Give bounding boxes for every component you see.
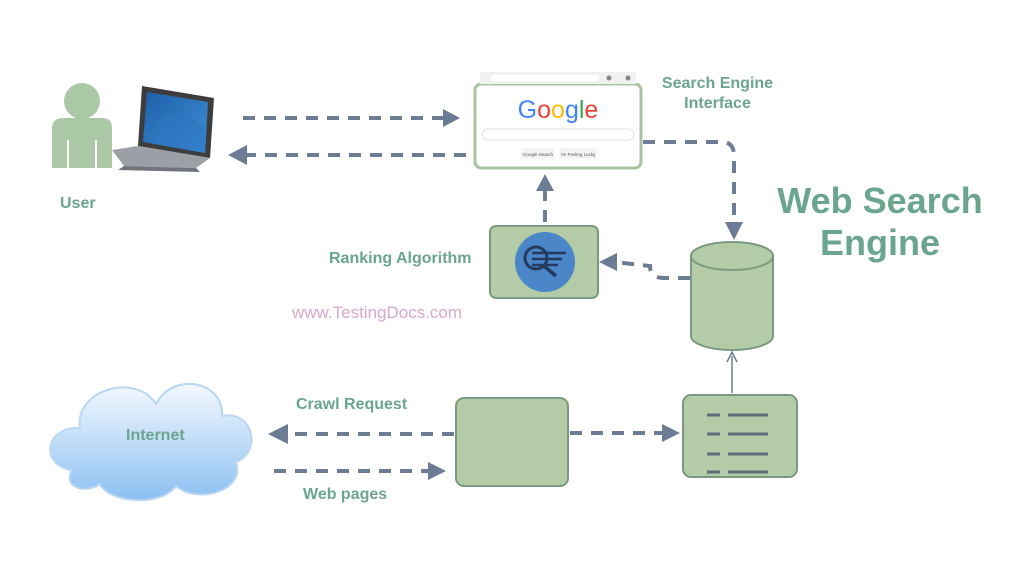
user-label: User: [60, 195, 96, 212]
flow-arrows: [243, 116, 736, 473]
arrow-indexer-to-database: [726, 350, 738, 393]
search-engine-interface: Google Google Search I'm Feeling Lucky: [473, 72, 643, 170]
arrow-heads: [228, 109, 743, 480]
watermark: www.TestingDocs.com: [292, 303, 463, 322]
crawl-request-label: Crawl Request: [296, 396, 408, 413]
search-engine-interface-label: Search Engine Interface: [661, 75, 774, 112]
arrow-database-to-ranking: [613, 260, 690, 280]
feeling-lucky-button: I'm Feeling Lucky: [561, 152, 597, 157]
laptop-icon: [112, 86, 214, 172]
title-line-1: Web Search: [777, 180, 983, 221]
title-line-2: Engine: [819, 222, 940, 263]
internet-cloud-icon: [49, 382, 253, 501]
google-logo: Google: [518, 96, 599, 124]
indexer-box: [682, 394, 798, 478]
arrow-interface-to-database: [643, 140, 736, 222]
diagram-title: Web Search Engine: [770, 180, 990, 264]
search-box: [481, 128, 635, 141]
ranking-algorithm-box: [489, 225, 599, 299]
database-icon: [690, 241, 774, 351]
magnifier-icon: [523, 245, 566, 278]
web-pages-label: Web pages: [303, 486, 388, 503]
crawler-box: [455, 397, 569, 487]
google-search-button: Google Search: [523, 152, 554, 157]
internet-label: Internet: [126, 427, 185, 444]
user-icon: [52, 83, 112, 168]
ranking-algorithm-label: Ranking Algorithm: [329, 250, 472, 267]
